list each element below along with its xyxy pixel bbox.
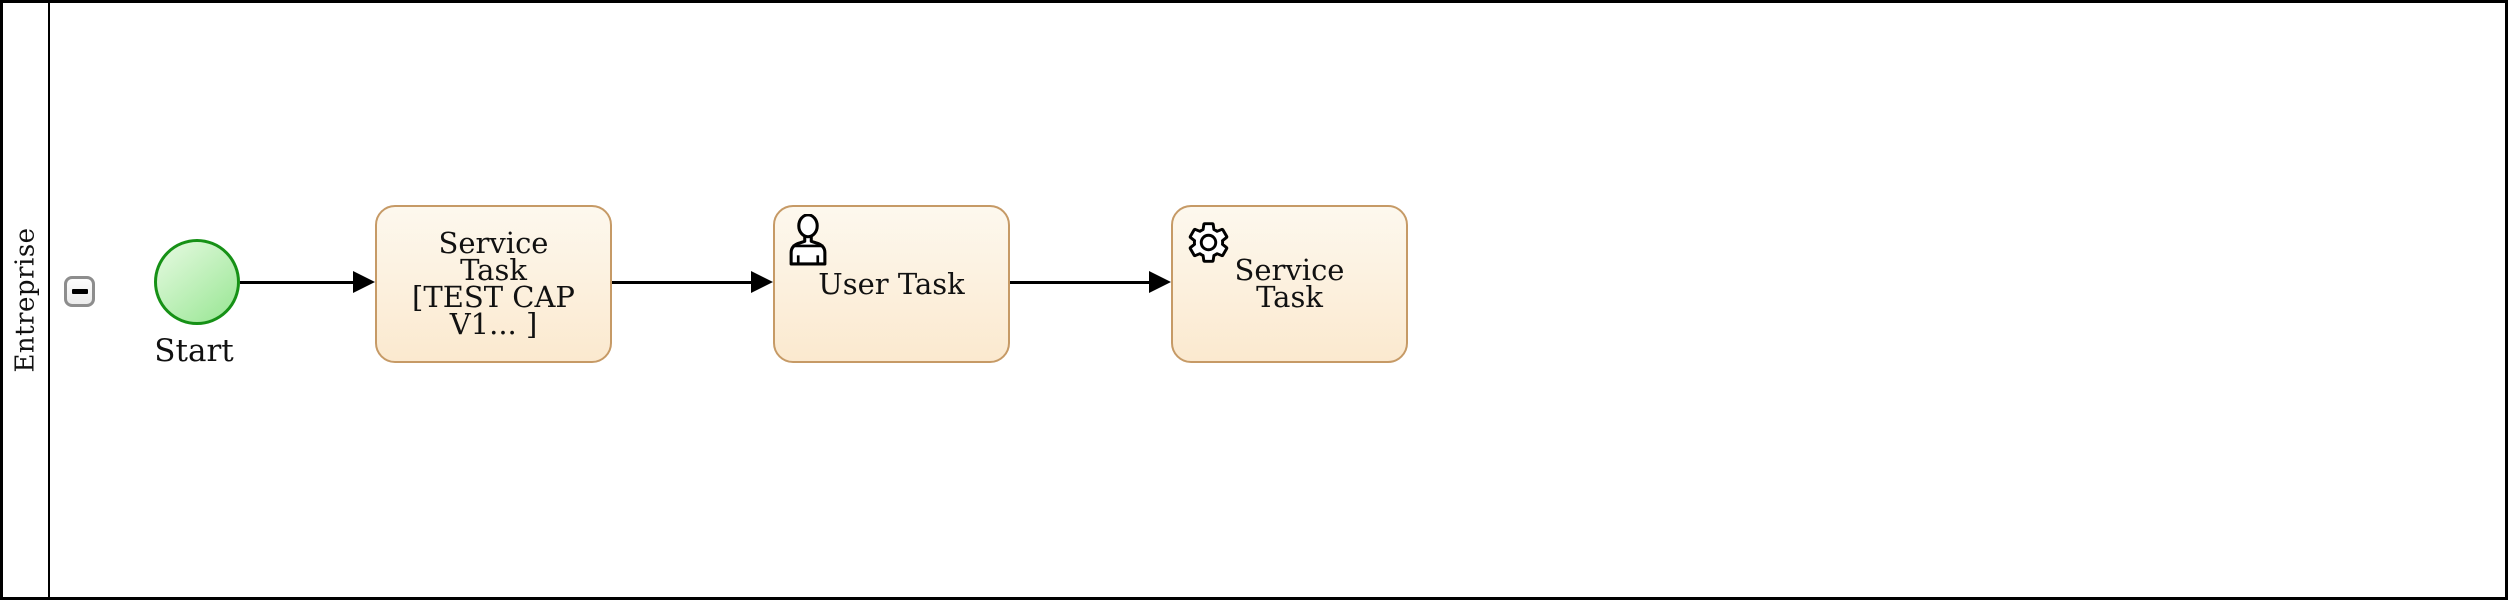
sequence-flow-3[interactable] [1010,281,1151,284]
service-task-2-label: Service Task [1234,253,1345,314]
user-task[interactable]: User Task [773,205,1010,363]
minus-icon [71,289,88,294]
sequence-flow-1-arrowhead-icon [353,271,375,293]
sequence-flow-2[interactable] [612,281,753,284]
service-task-2[interactable]: Service Task [1171,205,1408,363]
service-task-1-label: Service Task [TEST CAP V1... ] [412,226,575,341]
sequence-flow-2-arrowhead-icon [751,271,773,293]
service-task-1[interactable]: Service Task [TEST CAP V1... ] [375,205,612,363]
sequence-flow-1[interactable] [240,281,355,284]
start-event-label: Start [154,333,234,369]
pool-name-label: Entreprise [10,227,41,373]
gear-icon [1185,219,1232,270]
pool-collapse-button[interactable] [64,276,95,307]
sequence-flow-3-arrowhead-icon [1149,271,1171,293]
user-task-label: User Task [818,266,965,301]
start-event[interactable] [154,239,240,325]
pool-header-entreprise[interactable]: Entreprise [3,3,50,597]
user-icon [785,213,831,270]
